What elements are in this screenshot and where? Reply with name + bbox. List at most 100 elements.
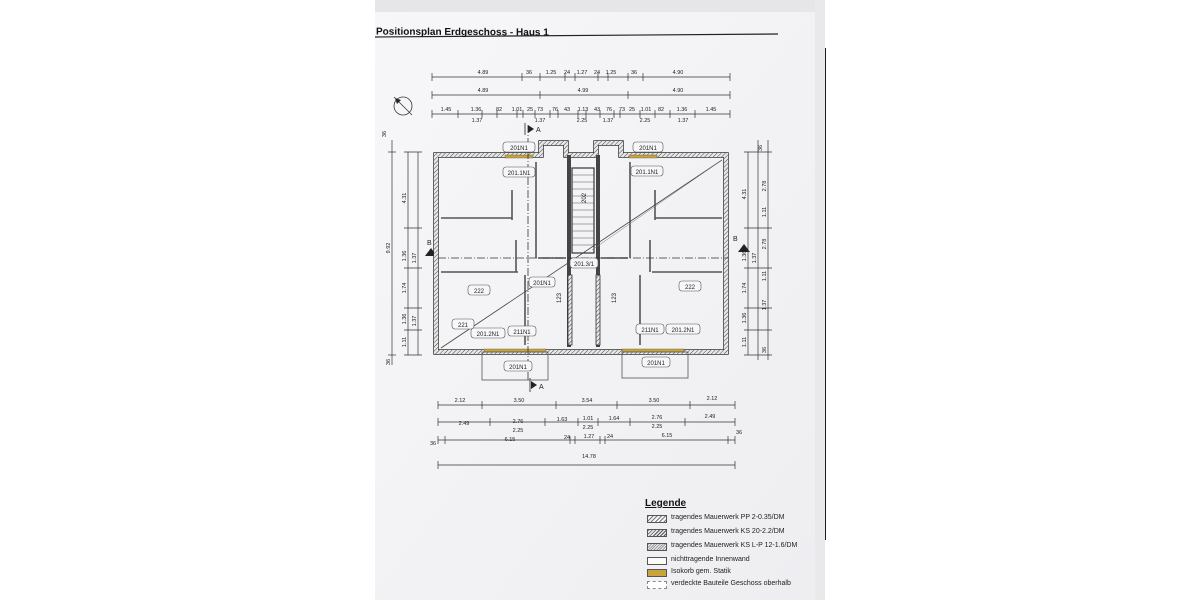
dim-left-a: 36 [382,131,388,137]
top-dimension-ticks [431,73,731,118]
dim-top-3-g: 76 [552,107,558,113]
legend-title: Legende [645,498,687,509]
pos-label-222-left: 222 [474,289,485,295]
legend-item-label: verdeckte Bauteile Geschoss oberhalb [671,580,791,587]
dim-right-e: 2.78 [762,239,768,250]
dim-left-b: 4.31 [402,193,408,204]
pos-label-123-right: 123 [612,292,618,303]
pos-label-202: 202 [582,192,588,203]
dim-left-f: 1.74 [402,283,408,294]
dim-top-3-q: 1.45 [706,107,717,113]
dim-top-3b-c: 2.25 [577,118,588,124]
dim-top-3-o: 82 [658,107,664,113]
dim-top-3-i: 1.13 [578,107,589,113]
dim-bottom-1-b: 3.50 [514,398,525,404]
dim-left-i: 1.11 [402,337,408,347]
dim-top-3b-d: 1.37 [603,118,614,124]
dim-top-1-i: 4.90 [673,70,684,76]
dim-top-1-c: 1.25 [546,70,557,76]
position-label-boxes [451,141,702,372]
dim-top-3-n: 1.01 [641,107,652,113]
section-b-label-left: B [427,240,432,247]
dim-right-g: 1.37 [752,253,758,264]
dim-bottom-1-d: 3.50 [649,398,660,404]
dim-bottom-1-e: 2.12 [707,396,718,402]
section-a-label-top: A [536,127,541,134]
dim-bottom-2-g: 2.49 [705,414,716,420]
dim-top-1-d: 24 [564,70,570,76]
pos-label-222-right: 222 [685,285,696,291]
building-walls [433,125,729,381]
dim-right-h: 1.74 [742,283,748,294]
section-b-label-right: B [733,236,738,243]
dim-right-c: 4.31 [742,189,748,200]
dim-top-3b-b: 1.37 [535,118,546,124]
legend-item-label: nichttragende Innenwand [671,556,750,563]
legend-item-label: tragendes Mauerwerk PP 2-0.35/DM [671,514,785,521]
dim-bottom-3-c: 24 [564,435,570,441]
dim-top-1-g: 1.25 [606,70,617,76]
pos-label-201n1-mid: 201N1 [533,281,551,287]
dim-left-e: 1.37 [412,253,418,264]
dim-bottom-total: 14.78 [582,454,596,460]
pos-label-201n1-top-left: 201N1 [510,146,528,152]
dim-bottom-3-g: 36 [736,430,742,436]
pos-label-211n1-left: 211N1 [513,330,531,336]
dim-bottom-2-d: 1.01 [583,416,594,422]
dim-right-l: 1.11 [742,337,748,347]
pos-label-2011n1-right: 201.1N1 [636,170,659,176]
dim-top-3-p: 1.36 [677,107,688,113]
legend-item-label: Isokorb gem. Statik [671,568,731,575]
dim-top-3-e: 25 [527,107,533,113]
position-labels: 201N1 201N1 201.1N1 201.1N1 202 201.3/1 … [458,146,696,371]
dim-top-2-c: 4.90 [673,88,684,94]
dim-top-1-a: 4.89 [478,70,489,76]
dim-bottom-2-a: 2.49 [459,421,470,427]
dim-bottom-1-c: 3.54 [582,398,593,404]
dim-bottom-3-b: 6.15 [505,437,516,443]
dim-right-b: 2.78 [762,181,768,192]
dim-bottom-2-f: 2.76 [652,415,663,421]
page-title: Positionsplan Erdgeschoss - Haus 1 [376,26,549,39]
pos-label-211n1-right: 211N1 [641,328,659,334]
pos-label-2012n1-right: 201.2N1 [672,328,695,334]
dim-right-a: 36 [758,145,764,151]
title-underline [374,33,779,38]
dim-top-2-a: 4.89 [478,88,489,94]
dim-top-3b-f: 1.37 [678,118,689,124]
dim-bottom-3-d: 1.27 [584,434,595,440]
dim-right-m: 36 [762,347,768,353]
dim-bottom-3-a: 36 [430,441,436,447]
dim-bottom-2b-b: 2.25 [583,425,594,431]
pos-label-201n1-top-right: 201N1 [639,146,657,152]
left-dimension-lines [388,140,422,365]
legend-swatch [647,569,667,577]
dim-bottom-2b-c: 2.25 [652,424,663,430]
dim-bottom-2-b: 2.76 [513,419,524,425]
section-marker-b-right: B [733,236,750,252]
dim-right-d: 1.11 [762,207,768,217]
right-dimension-lines [744,140,772,360]
dim-bottom-2-c: 1.63 [557,417,568,423]
dim-left-j: 36 [386,359,392,365]
legend-swatch [647,529,667,537]
dim-top-3-c: 82 [496,107,502,113]
north-arrow-icon [393,96,413,116]
dim-bottom-3-e: 24 [607,434,613,440]
dim-bottom-1-a: 2.12 [455,398,466,404]
dim-right-i: 1.11 [762,271,768,281]
dim-left-g: 1.36 [402,314,408,325]
section-a-label-bottom: A [539,384,544,391]
pos-label-2013: 201.3/1 [574,262,595,268]
legend-swatch [647,581,667,589]
dim-top-3-f: 73 [537,107,543,113]
legend-swatch [647,543,667,551]
dim-top-3-h: 43 [564,107,570,113]
dim-top-3-k: 76 [606,107,612,113]
dim-right-k: 1.36 [742,313,748,324]
bottom-dimension-lines [437,401,736,469]
section-marker-a-top: A [524,123,541,135]
dim-top-2-b: 4.99 [578,88,589,94]
dim-bottom-3-f: 6.15 [662,433,673,439]
